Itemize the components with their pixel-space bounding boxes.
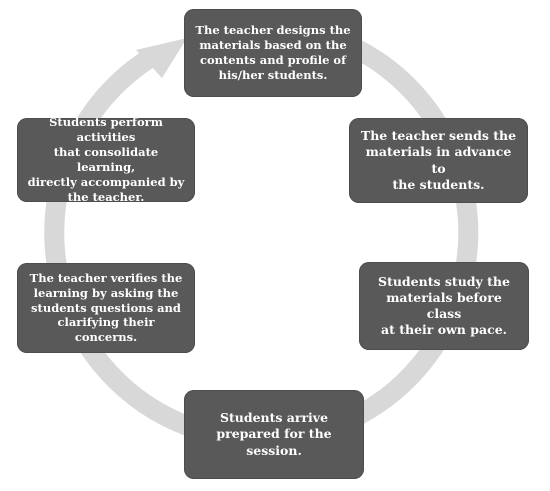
step-box-design: The teacher designs the materials based … xyxy=(184,9,362,97)
step-text-verify: The teacher verifies the learning by ask… xyxy=(29,270,183,345)
step-text-design: The teacher designs the materials based … xyxy=(195,23,351,82)
step-box-send: The teacher sends the materials in advan… xyxy=(349,118,528,203)
step-text-study: Students study the materials before clas… xyxy=(378,273,510,338)
step-box-study: Students study the materials before clas… xyxy=(359,262,529,350)
cycle-arrowhead xyxy=(136,38,187,78)
step-text-perform: Students perform activities that consoli… xyxy=(27,115,185,204)
step-box-perform: Students perform activities that consoli… xyxy=(17,115,195,204)
step-box-arrive: Students arrive prepared for the session… xyxy=(184,390,364,479)
step-box-verify: The teacher verifies the learning by ask… xyxy=(17,263,195,353)
cycle-arrow-band xyxy=(44,39,479,450)
step-text-arrive: Students arrive prepared for the session… xyxy=(216,410,332,458)
step-text-send: The teacher sends the materials in advan… xyxy=(360,128,517,192)
